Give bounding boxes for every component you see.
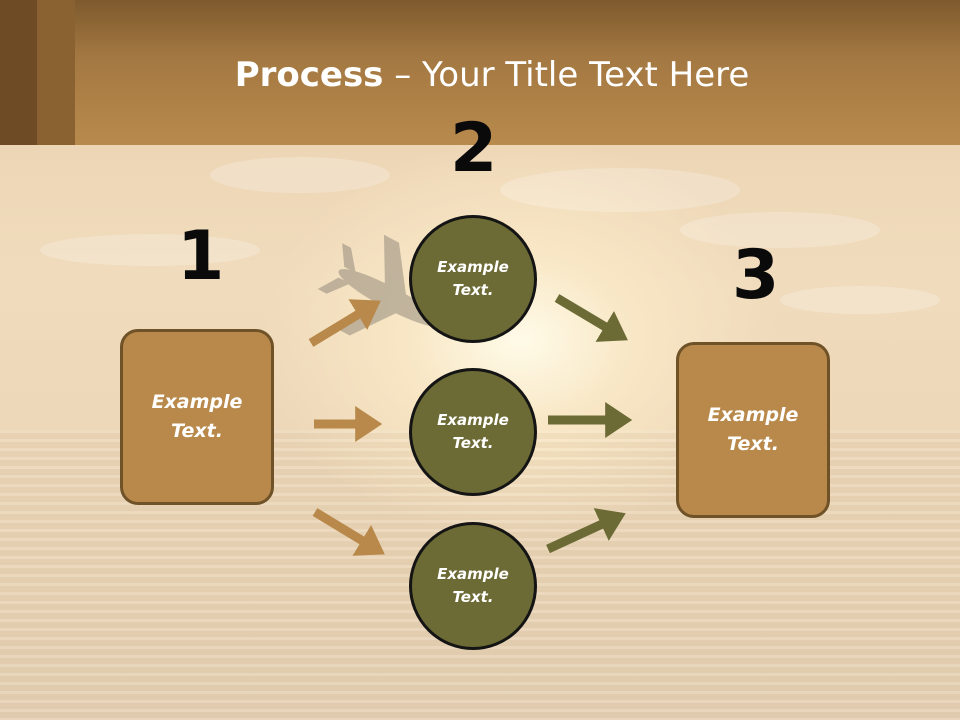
circle-top-label-line1: Example [437,258,509,276]
step-2-circle-middle: Example Text. [409,368,537,496]
arrow-circle-top-to-3 [554,294,628,342]
header-accent-light [37,0,75,145]
step-3-label-line2: Text. [727,433,779,455]
title-bold: Process [234,55,384,95]
circle-bottom-label-line2: Text. [452,588,494,606]
step-number-2: 2 [450,109,498,188]
arrow-circle-bottom-to-3 [546,508,626,554]
circle-middle-label-line2: Text. [452,434,494,452]
step-1-box: Example Text. [120,329,274,505]
step-2-circle-top: Example Text. [409,215,537,343]
step-number-3: 3 [732,236,780,315]
arrow-1-to-circle-bottom [312,508,385,556]
slide-title: Process – Your Title Text Here [0,55,960,95]
title-rest: – Your Title Text Here [383,55,750,95]
circle-top-label-line2: Text. [452,281,494,299]
arrow-1-to-circle-top [308,299,381,347]
cloud-layer [40,157,940,314]
step-1-label-line2: Text. [171,420,223,442]
title-bar [0,0,960,145]
step-2-circle-bottom: Example Text. [409,522,537,650]
header-accent-dark [0,0,37,145]
step-1-label-line1: Example [151,391,243,413]
step-3-box: Example Text. [676,342,830,518]
circle-middle-label-line1: Example [437,411,509,429]
circle-bottom-label-line1: Example [437,565,509,583]
step-number-1: 1 [177,217,225,296]
step-3-label-line1: Example [707,404,799,426]
